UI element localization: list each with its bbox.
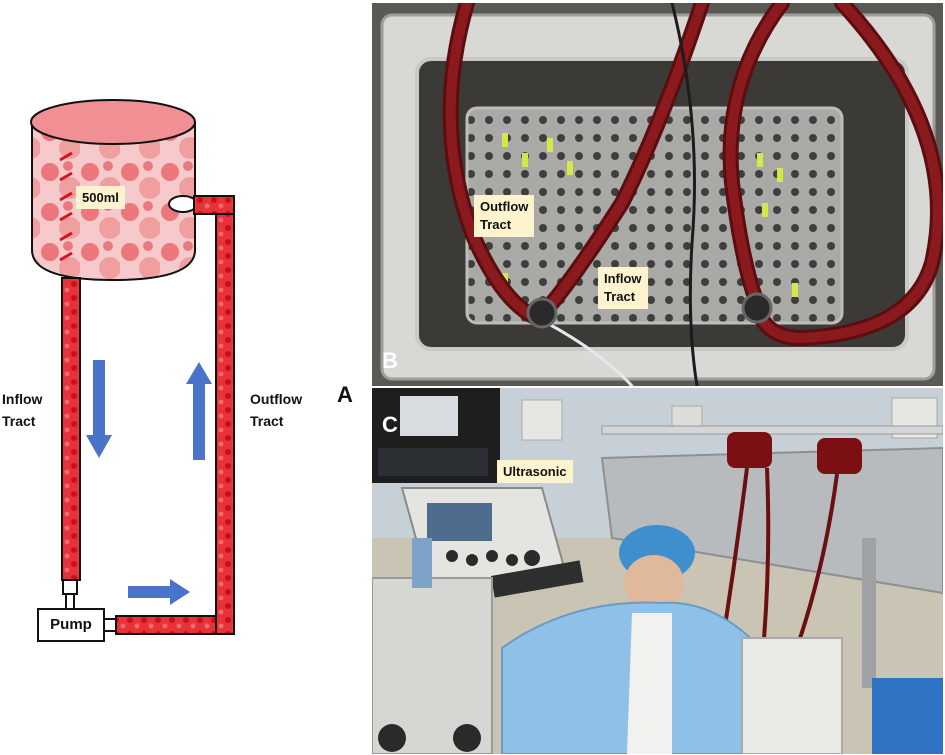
outflow-tube-vertical — [215, 195, 235, 635]
photo-inflow-line2: Tract — [604, 289, 636, 304]
reservoir-volume-label: 500ml — [76, 186, 125, 209]
outflow-label-line2: Tract — [250, 413, 284, 429]
blood-bag-2 — [817, 438, 862, 474]
blood-bag-1 — [727, 432, 772, 468]
outflow-connector-photo — [741, 292, 773, 324]
blood-tubes — [442, 3, 943, 386]
panel-letter-a: A — [337, 382, 353, 407]
blue-bin — [872, 678, 943, 754]
outflow-tract-label: Outflow Tract — [250, 388, 302, 432]
outflow-tube-top — [193, 195, 235, 215]
inflow-connector-photo — [526, 297, 558, 329]
photo-inflow-line1: Inflow — [604, 271, 642, 286]
outflow-connector — [103, 618, 117, 632]
water-bath-illustration — [372, 3, 943, 386]
arrow-up-icon — [186, 362, 212, 460]
graduation-marks — [59, 151, 73, 262]
panel-letter-c: C — [382, 412, 398, 437]
photo-inflow-tract-tag: Inflow Tract — [598, 267, 648, 309]
photo-outflow-line1: Outflow — [480, 199, 529, 214]
inflow-label-line1: Inflow — [2, 391, 43, 407]
inflow-tract-label: Inflow Tract — [2, 388, 42, 432]
panel-letter-b: B — [382, 348, 398, 373]
inflow-tube — [61, 277, 81, 581]
arrow-down-icon — [86, 360, 112, 458]
outlet-port — [168, 195, 198, 213]
photo-outflow-tract-tag: Outflow Tract — [474, 195, 535, 237]
inflow-label-line2: Tract — [2, 413, 36, 429]
pump-box: Pump — [37, 608, 105, 642]
inflow-connector — [62, 579, 78, 595]
arrow-right-icon — [128, 579, 190, 605]
ultrasound-setup-photo: Ultrasonic C — [372, 388, 943, 754]
outflow-label-line1: Outflow — [250, 391, 303, 407]
schematic-panel: 500ml Inflow Tract Outflow Tract Pump A — [0, 0, 370, 755]
operating-room-illustration — [372, 388, 943, 754]
flow-arrows — [86, 360, 212, 605]
water-bath-photo: Outflow Tract Inflow Tract B — [372, 3, 943, 386]
ultrasonic-tag: Ultrasonic — [497, 460, 573, 483]
photo-outflow-line2: Tract — [480, 217, 512, 232]
